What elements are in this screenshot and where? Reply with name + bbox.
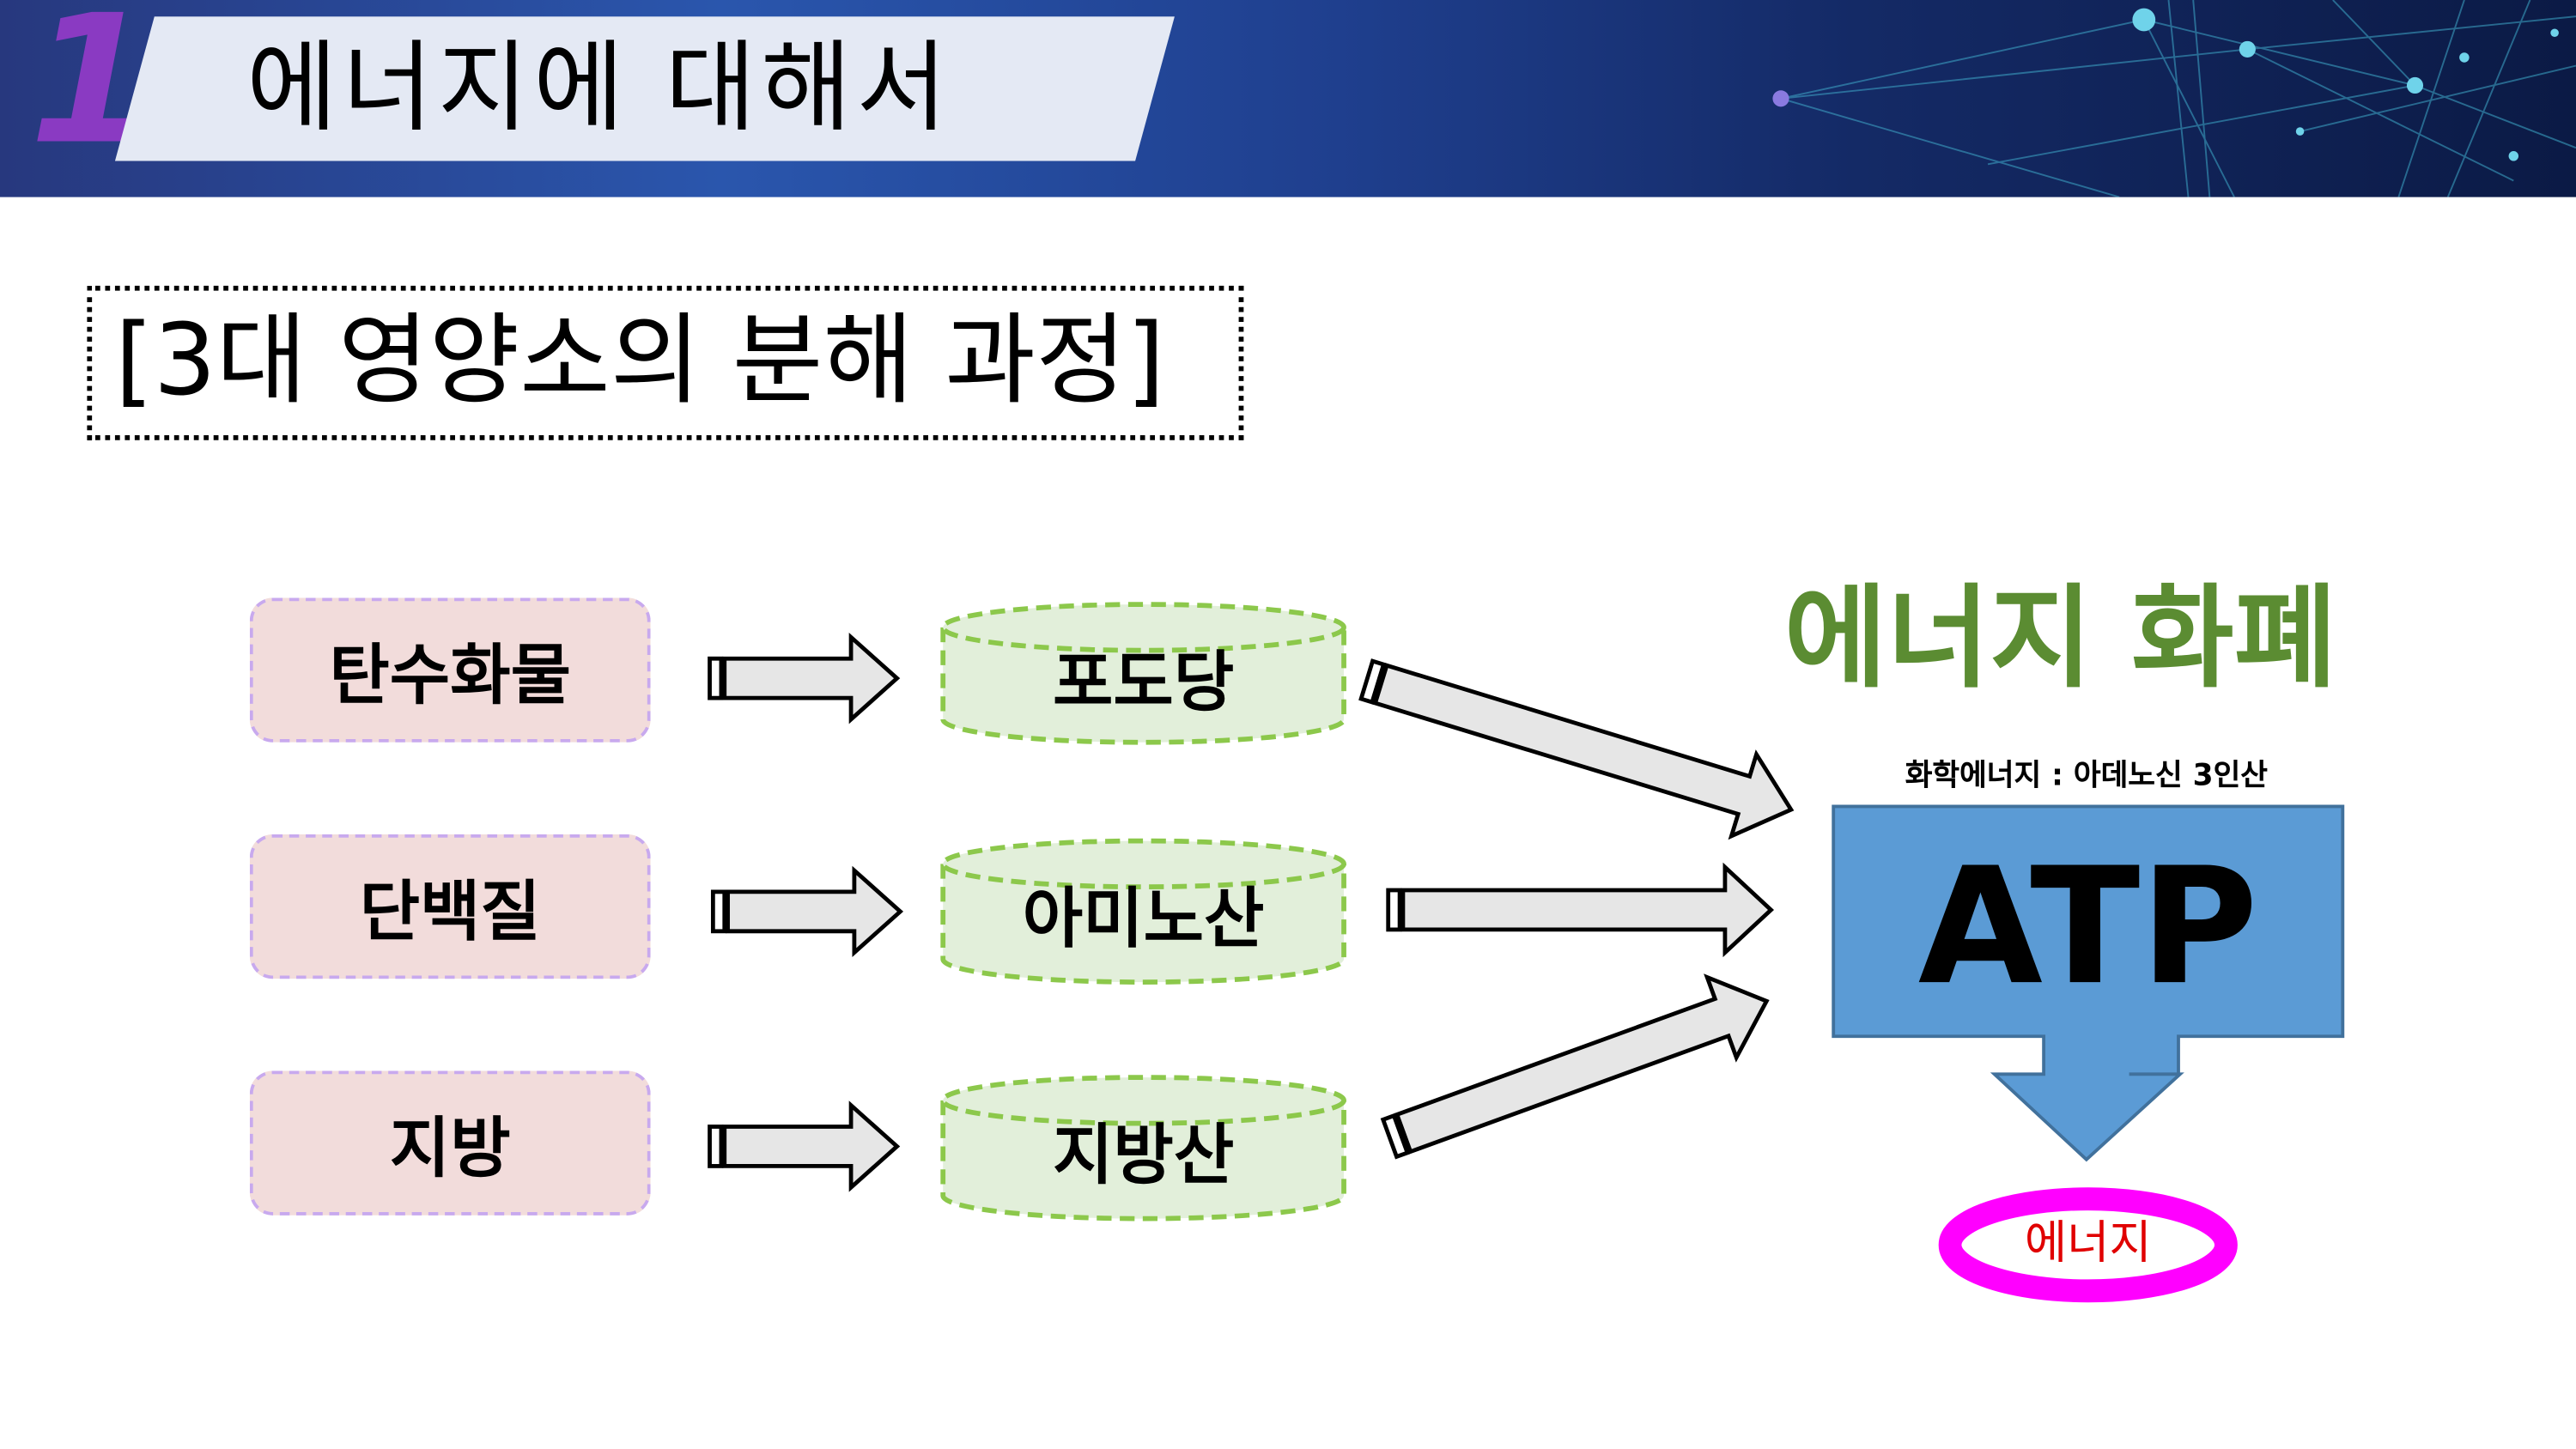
nutrient-box-protein: 단백질 — [249, 834, 651, 979]
arrow-glucose-to-atp — [1358, 658, 1795, 840]
nutrient-label: 단백질 — [359, 875, 541, 951]
header-bar: 1 에너지에 대해서 — [0, 0, 2576, 197]
subtitle-frame — [87, 285, 1244, 440]
nutrient-box-carbohydrate: 탄수화물 — [249, 597, 651, 743]
energy-currency-title: 에너지 화폐 — [1783, 574, 2337, 705]
cylinder-shape-amino-acid — [940, 838, 1346, 985]
product-label-fatty-acid: 지방산 — [1053, 1118, 1235, 1194]
nutrient-label: 지방 — [389, 1112, 511, 1188]
arrow-fat-to-fattyacid — [708, 1100, 901, 1192]
arrow-amino-to-atp — [1386, 862, 1775, 958]
arrow-protein-to-amino — [710, 865, 904, 958]
atp-caption: 화학에너지 : 아데노신 3인산 — [1905, 758, 2268, 794]
subtitle: [3대 영양소의 분해 과정] — [114, 303, 1165, 419]
arrow-carb-to-glucose — [708, 633, 901, 724]
product-label-amino-acid: 아미노산 — [1022, 882, 1265, 958]
page-title: 에너지에 대해서 — [246, 31, 952, 147]
product-label-glucose: 포도당 — [1053, 645, 1235, 721]
cylinder-shape-glucose — [940, 602, 1346, 745]
network-decoration — [1772, 0, 2576, 197]
atp-callout-shape — [1832, 804, 2345, 1162]
nutrient-label: 탄수화물 — [329, 639, 572, 715]
cylinder-shape-fatty-acid — [940, 1075, 1346, 1222]
energy-label: 에너지 — [2024, 1215, 2152, 1270]
energy-ring — [1938, 1187, 2238, 1303]
arrow-fattyacid-to-atp — [1380, 973, 1770, 1160]
title-banner — [114, 16, 1175, 161]
nutrient-box-fat: 지방 — [249, 1070, 651, 1216]
atp-label: ATP — [1917, 834, 2258, 1022]
